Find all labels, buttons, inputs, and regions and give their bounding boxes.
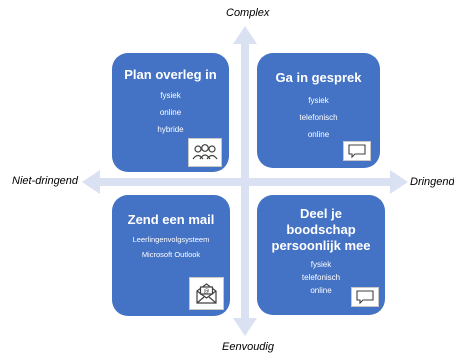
arrow-head-left: [82, 170, 100, 194]
arrow-head-right: [390, 170, 408, 194]
quadrant-item: fysiek: [160, 91, 181, 100]
quadrant-top-right: Ga in gesprek fysiek telefonisch online: [257, 53, 380, 168]
quadrant-item: Leerlingenvolgsysteem: [132, 235, 210, 244]
quadrant-item: online: [307, 130, 330, 139]
axis-label-top: Complex: [226, 7, 270, 19]
horizontal-axis: [96, 178, 394, 186]
axis-label-bottom: Eenvoudig: [222, 341, 274, 353]
quadrant-items: fysiek telefonisch online: [257, 258, 385, 297]
quadrant-item: online: [310, 286, 332, 295]
quadrant-items: fysiek telefonisch online: [257, 92, 380, 143]
quadrant-bottom-right: Deel je boodschap persoonlijk mee fysiek…: [257, 195, 385, 315]
quadrant-item: hybride: [157, 125, 184, 134]
quadrant-item: online: [159, 108, 182, 117]
quadrant-title-line: Deel je: [300, 206, 342, 221]
envelope-icon: @: [189, 277, 224, 310]
quadrant-title-line: boodschap: [286, 222, 356, 237]
arrow-head-up: [233, 26, 257, 44]
quadrant-item: fysiek: [310, 260, 332, 269]
speech-bubble-icon: [351, 287, 379, 307]
quadrant-top-left: Plan overleg in fysiek online hybride: [112, 53, 229, 172]
quadrant-bottom-left: Zend een mail Leerlingenvolgsysteem Micr…: [112, 195, 230, 316]
people-icon: [188, 138, 222, 167]
quadrant-title: Deel je boodschap persoonlijk mee: [257, 206, 385, 254]
quadrant-item: telefonisch: [299, 113, 338, 122]
quadrant-title: Zend een mail: [127, 212, 215, 227]
quadrant-item: fysiek: [308, 96, 329, 105]
quadrant-items: Leerlingenvolgsysteem Microsoft Outlook: [112, 232, 230, 262]
speech-bubble-icon: [343, 141, 371, 161]
quadrant-title: Plan overleg in: [124, 67, 217, 82]
quadrant-title: Ga in gesprek: [275, 70, 362, 85]
quadrant-title-line: persoonlijk mee: [271, 238, 371, 253]
quadrant-item: telefonisch: [301, 273, 341, 282]
arrow-head-down: [233, 318, 257, 336]
quadrant-item: Microsoft Outlook: [141, 250, 201, 259]
svg-text:@: @: [204, 288, 210, 295]
axis-label-left: Niet-dringend: [12, 175, 79, 187]
quadrant-items: fysiek online hybride: [112, 87, 229, 138]
axis-label-right: Dringend: [410, 176, 454, 188]
